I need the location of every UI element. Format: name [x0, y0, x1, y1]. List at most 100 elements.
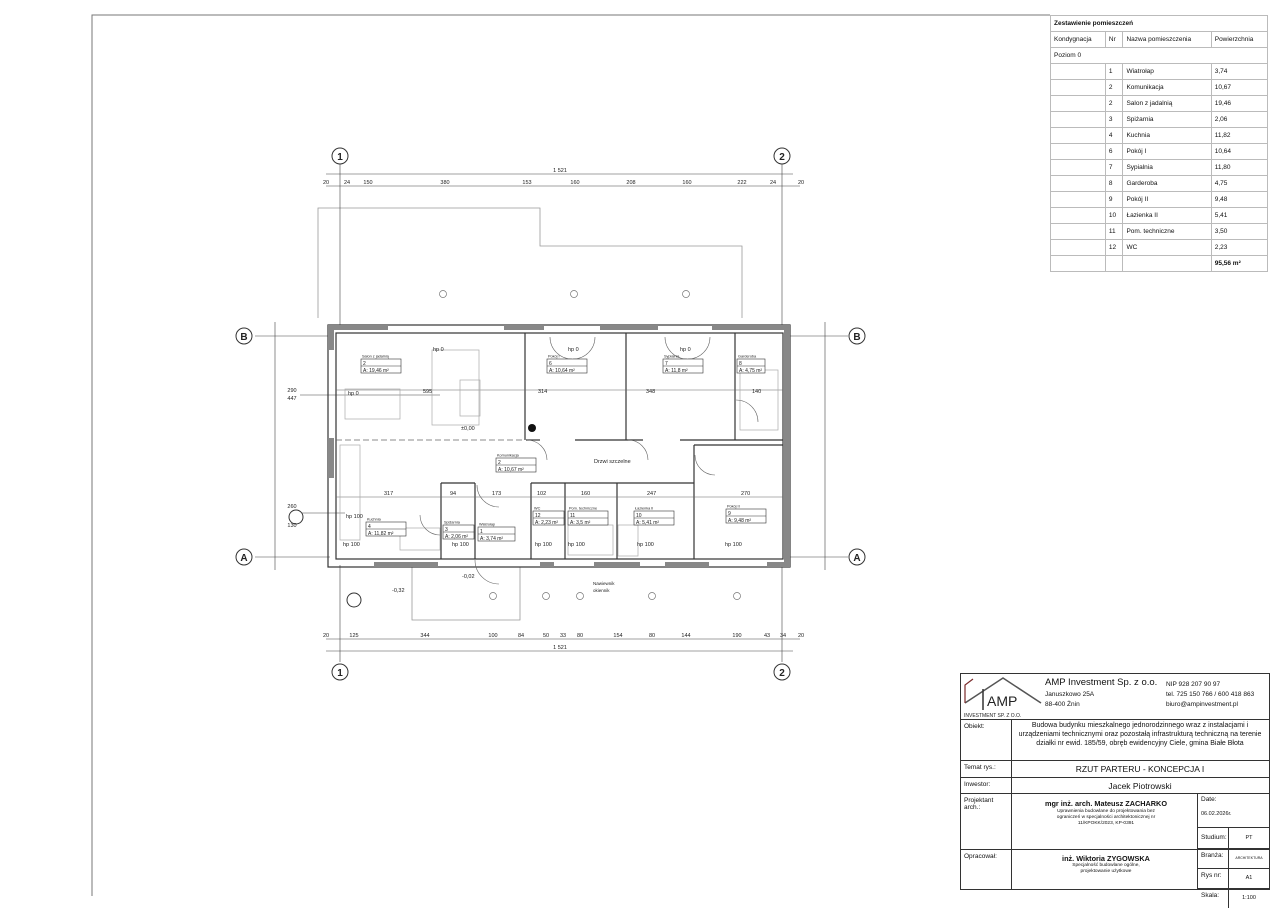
room-nr: 6 [1104, 143, 1124, 160]
dimension-label: 260 [287, 504, 296, 510]
room-area: A: 10,64 m² [549, 368, 575, 374]
author-name: inż. Wiktoria ZYGOWSKA [1062, 854, 1150, 863]
dimension-label: 20 [323, 633, 329, 639]
room-number: 4 [368, 524, 371, 530]
title-block: AMP INVESTMENT SP. Z O.O. AMP Investment… [960, 673, 1270, 908]
room-area: A: 11,8 m² [665, 368, 688, 374]
room-area: 2,23 [1210, 239, 1269, 256]
room-name: Pom. techniczne [1122, 223, 1212, 240]
dimension-label: 24 [770, 180, 776, 186]
axis-label-a-right: A [853, 553, 860, 564]
axis-label-a-left: A [240, 553, 247, 564]
branza-value: ARCHITEKTURA [1228, 849, 1269, 868]
plan-annotation: 348 [646, 389, 655, 395]
room-area: 19,46 [1210, 95, 1269, 112]
room-area: 10,67 [1210, 79, 1269, 96]
room-name: Pokój II [727, 505, 740, 509]
architect-name: mgr inż. arch. Mateusz ZACHARKO [1044, 799, 1168, 808]
plan-annotation: hp 100 [568, 542, 585, 548]
room-area: 9,48 [1210, 191, 1269, 208]
company-logo: AMP INVESTMENT SP. Z O.O. [964, 677, 1042, 719]
room-name: Wiatrołap [479, 523, 495, 527]
room-area: A: 3,5 m² [570, 520, 591, 526]
dimension-label: 150 [363, 180, 372, 186]
dimension-label: 20 [798, 180, 804, 186]
room-name: Spiżarnia [1122, 111, 1212, 128]
header-name: Nazwa pomieszczenia [1122, 31, 1212, 48]
investor-name: Jacek Piotrowski [1108, 781, 1172, 791]
room-number: 11 [570, 513, 575, 519]
dimension-label: 80 [577, 633, 583, 639]
plan-annotation: 94 [450, 491, 456, 497]
room-name: Sypialnia [664, 355, 680, 359]
company-email[interactable]: biuro@ampinvestment.pl [1166, 701, 1238, 708]
plan-annotation: hp 100 [343, 542, 360, 548]
room-area: A: 10,67 m² [498, 467, 524, 473]
room-nr: 2 [1104, 95, 1124, 112]
obiekt-label: Obiekt: [964, 723, 985, 730]
room-number: 12 [535, 513, 541, 519]
axis-label-2-top: 2 [779, 152, 785, 163]
rys-label: Rys nr: [1201, 872, 1222, 879]
dimension-label: 50 [543, 633, 549, 639]
room-number: 10 [636, 513, 642, 519]
room-area: A: 9,48 m² [728, 518, 751, 524]
dimension-label: 24 [344, 180, 350, 186]
author-specialty: Specjalność budowlane ogólne, projektowa… [1072, 863, 1140, 874]
company-address-2: 88-400 Żnin [1045, 701, 1080, 708]
total-dimension-top: 1 521 [553, 168, 567, 174]
room-name: Kuchnia [367, 518, 382, 522]
room-nr: 12 [1104, 239, 1124, 256]
logo-text: AMP [987, 693, 1017, 709]
axis-label-1-top: 1 [337, 152, 343, 163]
room-nr: 11 [1104, 223, 1124, 240]
plan-annotation: -0,02 [462, 574, 475, 580]
company-name: AMP Investment Sp. z o.o. [1045, 677, 1158, 688]
room-name: Salon z jadalnią [362, 355, 390, 359]
room-nr: 2 [1104, 79, 1124, 96]
terrace-outline [317, 207, 743, 621]
room-name: Pokój I [1122, 143, 1212, 160]
header-area: Powierzchnia [1210, 31, 1269, 48]
room-number: 3 [445, 527, 448, 533]
room-name: Kuchnia [1122, 127, 1212, 144]
opracowal-label: Opracował: [964, 853, 997, 860]
total-dimension-bottom: 1 521 [553, 645, 567, 651]
header-nr: Nr [1104, 31, 1124, 48]
room-area: A: 11,82 m² [368, 531, 394, 537]
room-name: Sypialnia [1122, 159, 1212, 176]
room-schedule-table: Zestawienie pomieszczeń Kondygnacja Nr N… [1050, 15, 1269, 272]
room-nr: 3 [1104, 111, 1124, 128]
room-name: WC [534, 507, 541, 511]
room-name: Pokój II [1122, 191, 1212, 208]
room-area: A: 5,41 m² [636, 520, 659, 526]
room-area: 11,80 [1210, 159, 1269, 176]
room-area: A: 19,46 m² [363, 368, 389, 374]
room-name: Komunikacja [1122, 79, 1212, 96]
logo-subtext: INVESTMENT SP. Z O.O. [964, 713, 1021, 719]
door-swings [419, 336, 759, 585]
dimension-label: 20 [798, 633, 804, 639]
furniture [339, 349, 779, 557]
dimension-label: 20 [323, 180, 329, 186]
room-name: Komunikacja [497, 454, 520, 458]
room-label: Kuchnia 4A: 11,82 m² [365, 518, 407, 537]
plan-annotation: hp 100 [346, 514, 363, 520]
plan-annotation: -0,32 [392, 588, 405, 594]
vent-note-line1: Nawiewnik [593, 581, 615, 586]
total-area: 95,56 m² [1210, 255, 1269, 272]
